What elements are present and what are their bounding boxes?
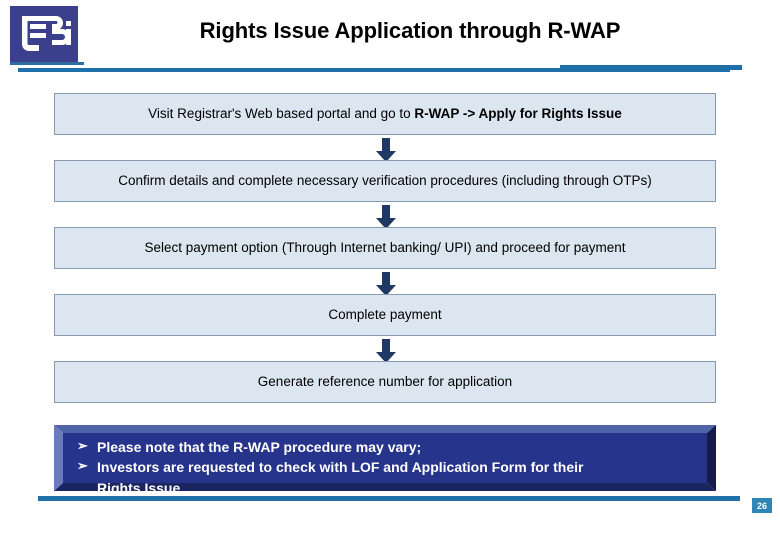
flow-step-text: Select payment option (Through Internet … (144, 239, 626, 255)
down-arrow-icon (374, 205, 398, 230)
flow-step-text: Confirm details and complete necessary v… (118, 172, 652, 188)
flow-step-complete-payment: Complete payment (54, 294, 716, 336)
note-line: ➢ Investors are requested to check with … (77, 457, 701, 477)
header-rule-left (18, 68, 730, 72)
note-callout: ➢ Please note that the R-WAP procedure m… (54, 425, 716, 496)
flow-step-visit-portal: Visit Registrar's Web based portal and g… (54, 93, 716, 135)
arrow-bullet-icon: ➢ (77, 458, 88, 474)
page-number-badge: 26 (752, 498, 772, 513)
note-bevel-frame (54, 425, 716, 491)
sebi-logo (8, 4, 86, 66)
note-line-text: Investors are requested to check with LO… (97, 459, 584, 476)
note-line-continuation: Rights Issue (97, 479, 181, 496)
note-line: ➢ Please note that the R-WAP procedure m… (77, 437, 701, 457)
down-arrow-icon (374, 339, 398, 364)
flow-step-text: Complete payment (328, 306, 442, 322)
footer-rule (38, 496, 740, 501)
page-title: Rights Issue Application through R-WAP (199, 18, 621, 43)
flow-step-text: Visit Registrar's Web based portal and g… (148, 105, 622, 121)
note-body: ➢ Please note that the R-WAP procedure m… (63, 433, 707, 496)
header-rule-right (560, 65, 742, 70)
slide-header: Rights Issue Application through R-WAP (0, 0, 780, 78)
down-arrow-icon (374, 272, 398, 297)
note-line-text: Please note that the R-WAP procedure may… (97, 439, 422, 455)
flow-step-select-payment: Select payment option (Through Internet … (54, 227, 716, 269)
flow-step-text: Generate reference number for applicatio… (257, 373, 513, 389)
arrow-bullet-icon: ➢ (77, 438, 88, 453)
down-arrow-icon (374, 138, 398, 163)
flow-step-confirm-details: Confirm details and complete necessary v… (54, 160, 716, 202)
flow-step-generate-reference: Generate reference number for applicatio… (54, 361, 716, 403)
